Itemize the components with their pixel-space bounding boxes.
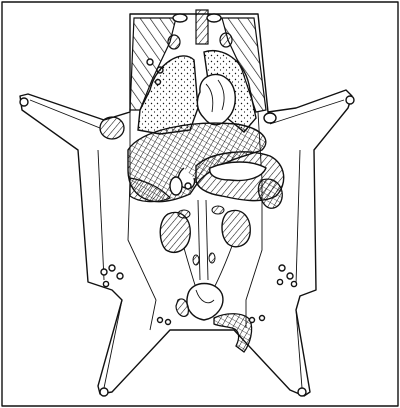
duct-stump [185,183,191,189]
rectum [214,314,252,352]
right-kidney [222,210,250,246]
right-ureter [214,246,232,288]
left-leg-line [104,300,122,388]
lymph-nodes-right [277,265,296,287]
gall-bladder [170,177,182,195]
thymus-right [220,33,232,47]
pin-right-arm [346,96,354,104]
left-kidney [160,212,190,252]
lymph-node [147,59,153,65]
pin-left-leg [100,388,108,396]
neck-gland-left [173,14,187,22]
thymus-left [168,35,180,49]
gonad-left [193,255,199,265]
left-ureter [184,248,196,288]
right-adrenal [212,206,224,214]
abdomen-wall-right [296,150,300,285]
heart [197,74,235,124]
left-axillary-gland [100,117,124,139]
pin-right-leg [298,388,306,396]
neck-gland-right [207,14,221,22]
gonad-right [209,253,215,263]
pin-left-arm [20,98,28,106]
pelvic-node-left [176,299,188,316]
right-leg-line [296,310,302,388]
lymph-nodes-left [101,265,123,287]
aorta [198,200,200,280]
vena-cava [206,200,208,280]
left-adrenal [178,210,190,218]
right-axillary-gland [264,113,276,123]
abdomen-wall-left [98,150,104,280]
trachea [196,10,208,44]
